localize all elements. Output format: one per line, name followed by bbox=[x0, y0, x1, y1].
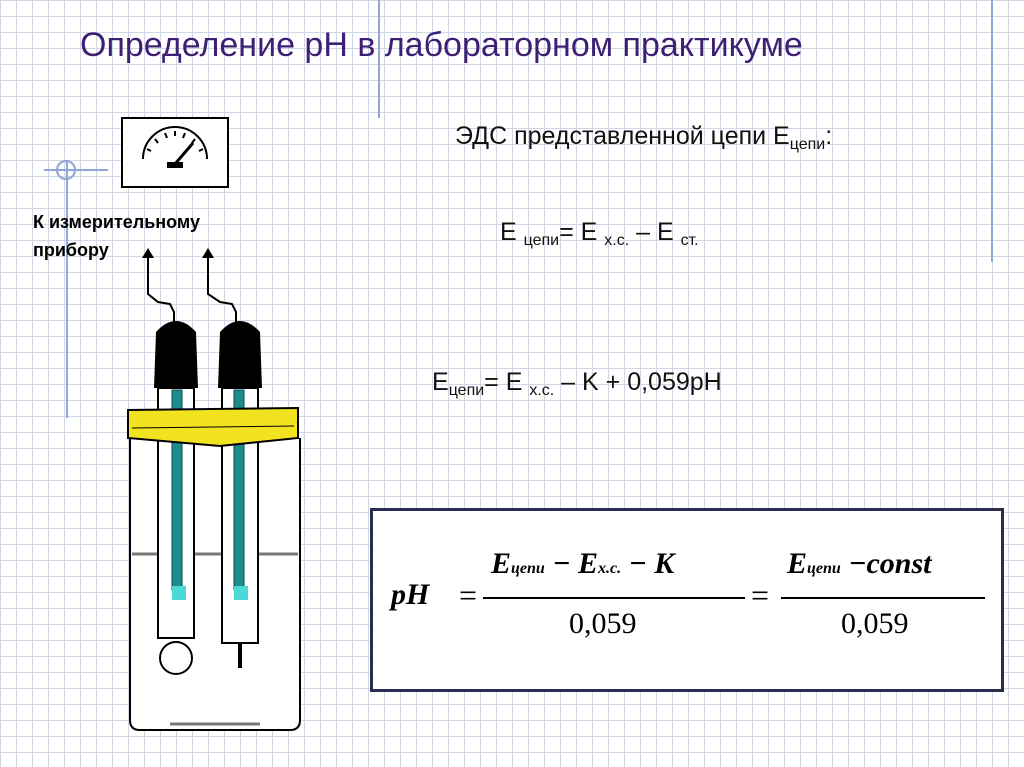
ph-formula-box: pH = Eцепи − Eх.с. − K 0,059 = Eцепи −co… bbox=[370, 508, 1004, 692]
fraction-bar-1 bbox=[483, 597, 745, 599]
glass-electrode bbox=[154, 321, 198, 675]
formula-numerator-2: Eцепи −const bbox=[787, 547, 932, 580]
left-decor-line bbox=[66, 160, 68, 418]
emf-heading: ЭДС представленной цепи Eцепи: bbox=[455, 122, 833, 153]
wire-arrow-icon bbox=[202, 248, 214, 258]
measuring-instrument bbox=[121, 117, 229, 188]
gauge-icon bbox=[142, 126, 208, 168]
crosshair-decor-icon bbox=[44, 160, 108, 180]
formula-equals-2: = bbox=[751, 577, 770, 613]
lead-wires bbox=[147, 250, 237, 330]
reference-electrode bbox=[218, 321, 262, 668]
top-decor-line bbox=[378, 0, 380, 118]
right-decor-line bbox=[991, 0, 993, 262]
wire-arrow-icon bbox=[142, 248, 154, 258]
electrochemical-cell-diagram bbox=[127, 248, 301, 731]
formula-equals-1: = bbox=[459, 577, 478, 613]
equation-emf-difference: E цепи= E х.с. – E ст. bbox=[500, 218, 699, 249]
formula-denominator-2: 0,059 bbox=[841, 607, 909, 640]
formula-denominator-1: 0,059 bbox=[569, 607, 637, 640]
equation-emf-ph: Eцепи= E х.с. – K + 0,059pH bbox=[432, 368, 722, 399]
formula-numerator-1: Eцепи − Eх.с. − K bbox=[491, 547, 675, 580]
fraction-bar-2 bbox=[781, 597, 985, 599]
slide-title: Определение pH в лабораторном практикуме bbox=[80, 26, 803, 64]
beaker bbox=[129, 438, 301, 731]
formula-lhs: pH bbox=[391, 578, 430, 611]
instrument-label: К измерительному прибору bbox=[33, 212, 200, 260]
